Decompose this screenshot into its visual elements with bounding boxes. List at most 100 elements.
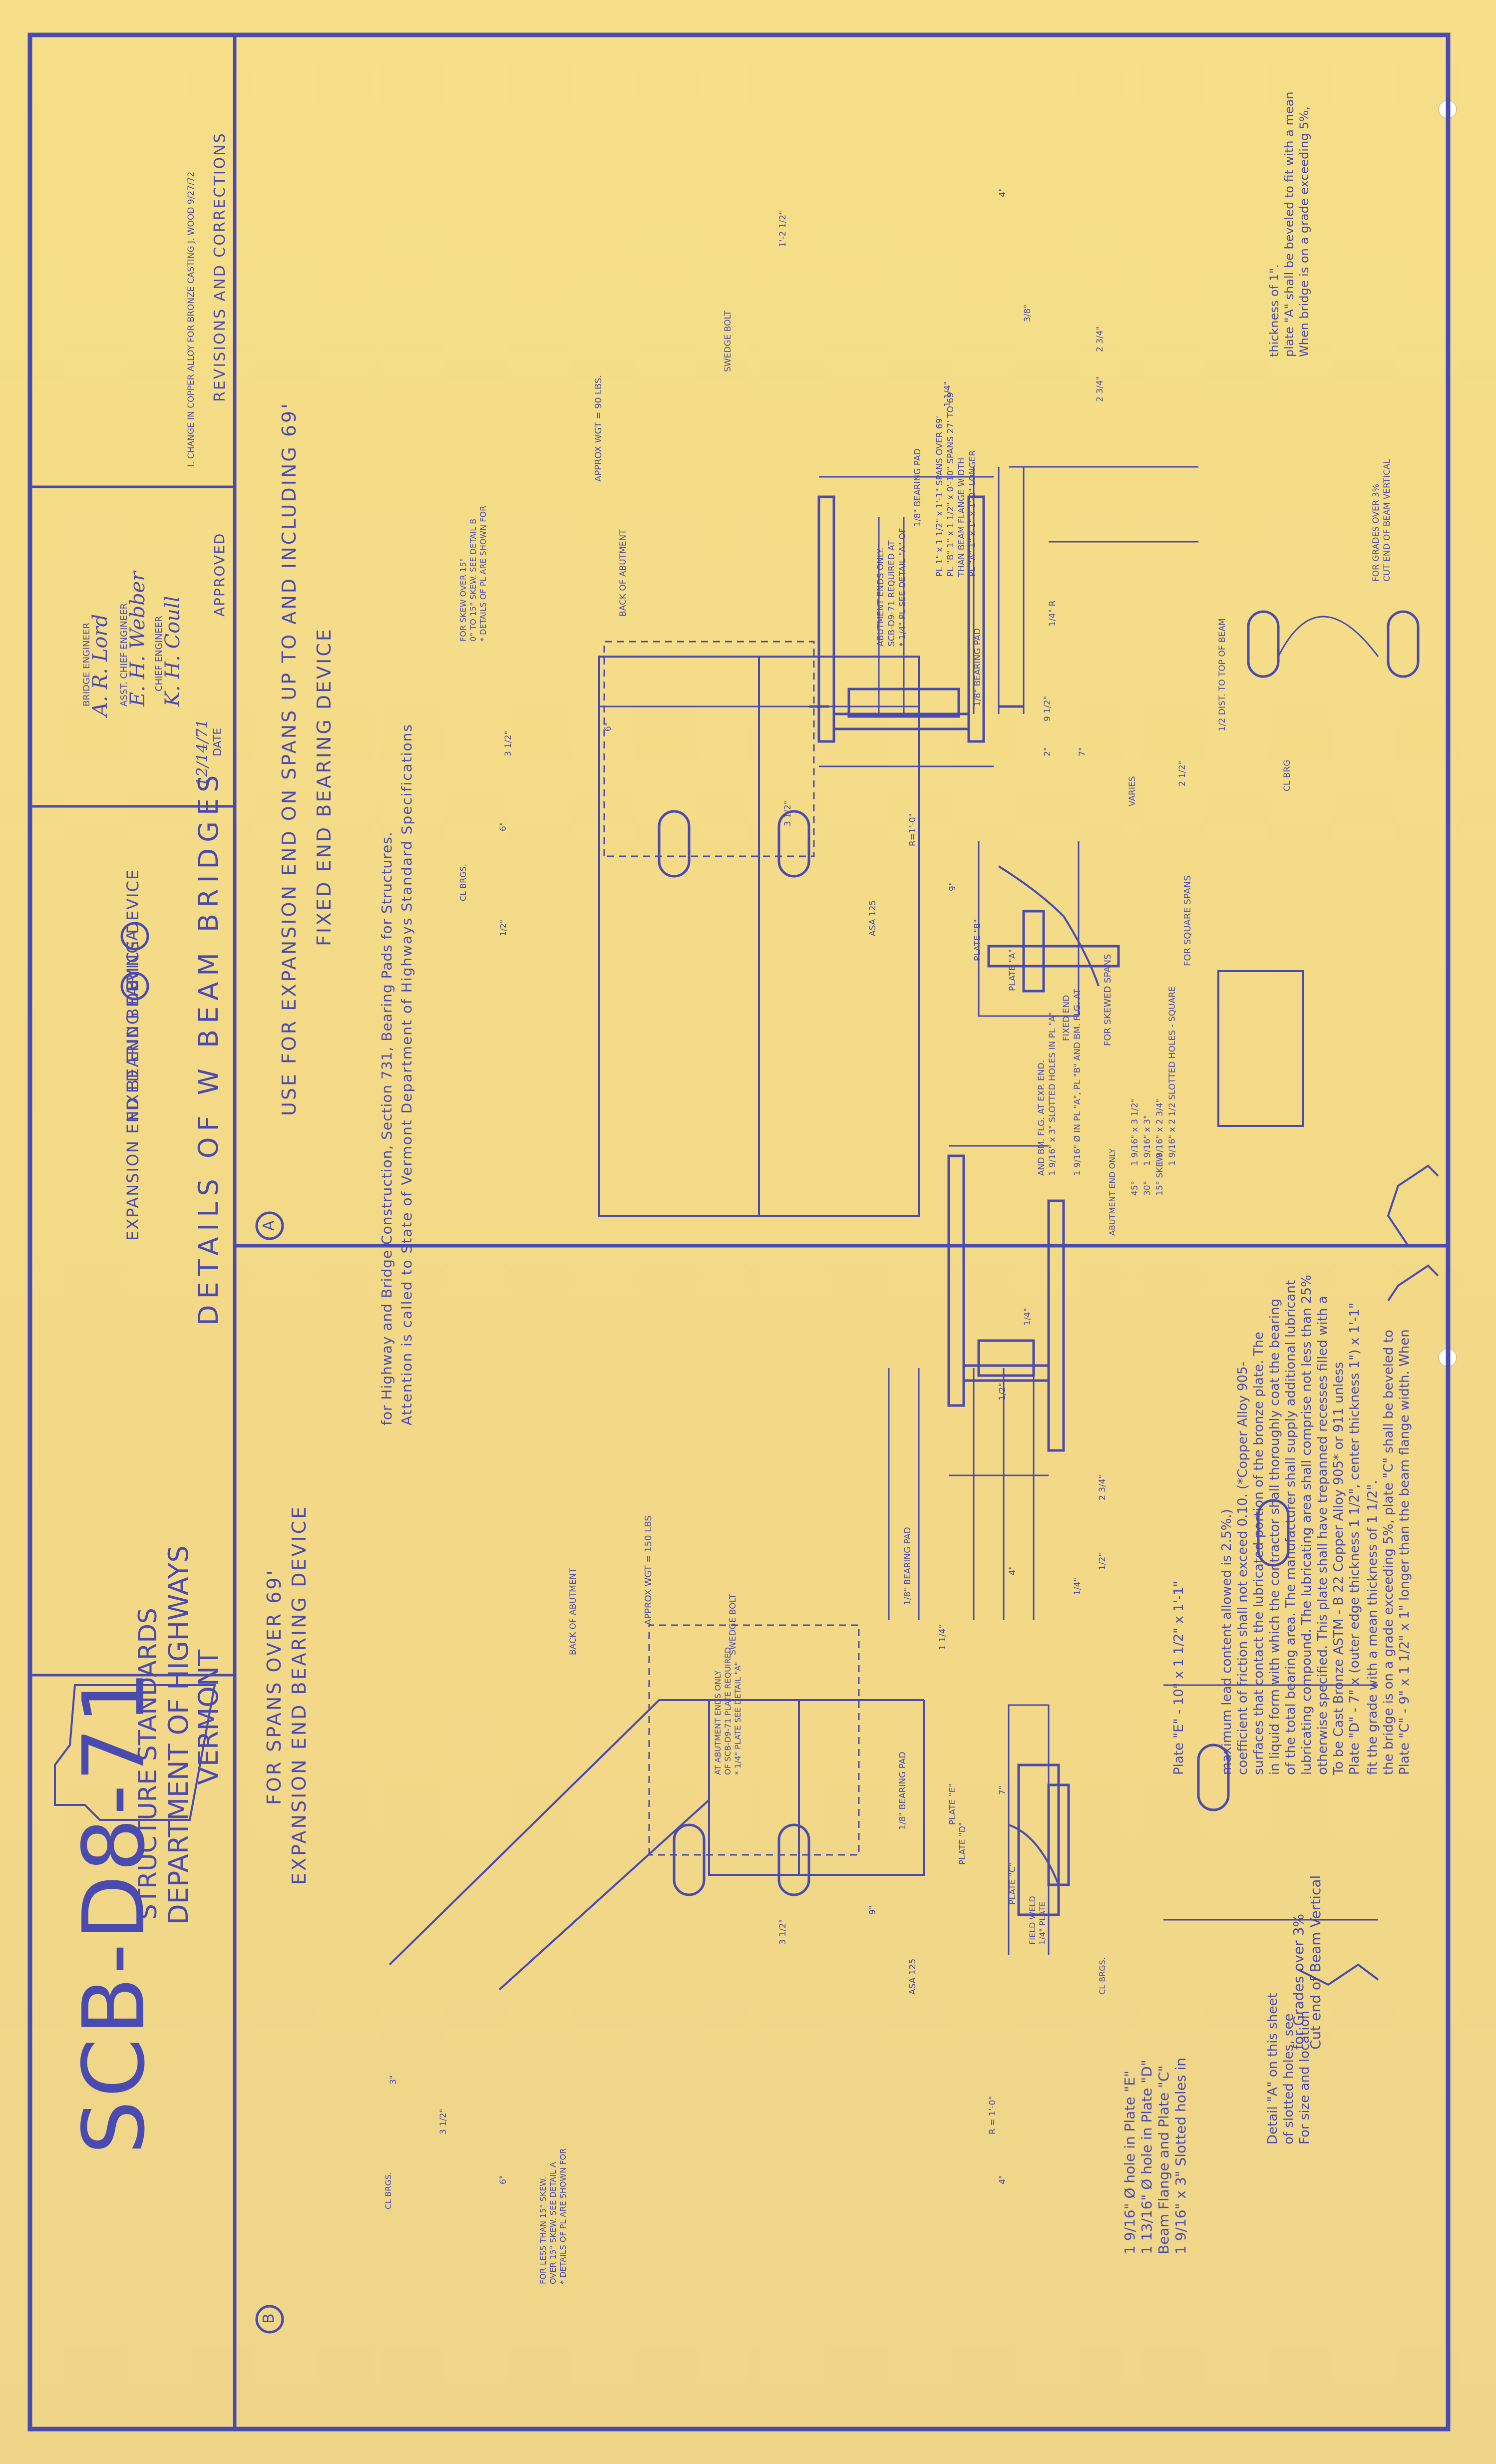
plate-d-note-5: of the total bearing area. The manufactu… — [1283, 1280, 1298, 1775]
date-label: DATE — [212, 727, 224, 756]
plate-b-note: PLATE "B" — [973, 919, 983, 961]
section-a-title-1: FIXED END BEARING DEVICE — [313, 627, 335, 946]
section-a-end-view — [598, 641, 920, 1217]
dim-3-1-2-d: 3 1/2" — [438, 2109, 448, 2134]
hole-note-4: 1 9/16" Ø hole in Plate "E" — [1122, 2071, 1138, 2254]
sdetail-note-2: SCB-D9-71 REQUIRED AT — [887, 540, 897, 647]
half-dist-note: 1/2 DIST. TO TOP OF BEAM — [1217, 618, 1227, 731]
swedge-bolt-a: SWEDGE BOLT — [723, 310, 733, 372]
dim-3-c: 3" — [388, 2075, 398, 2085]
exp-end-note-2: AND BM. FLG. AT EXP. END. — [1037, 1059, 1047, 1176]
radius-b: R = 1'-0" — [988, 2096, 998, 2134]
dim-7-b: 7" — [998, 1785, 1008, 1795]
skew-note-b-1: * DETAILS OF PL ARE SHOWN FOR — [558, 2148, 568, 2284]
bearing-pad-b2: 1/8" BEARING PAD — [898, 1752, 908, 1830]
chief-engineer-signature: K. H. Coull — [161, 596, 184, 706]
plate-d-label: PLATE "D" — [958, 1822, 968, 1865]
brgs-b2: CL BRGS. — [1098, 1957, 1107, 1995]
section-b-elevation — [888, 1145, 1065, 1620]
asst-chief-title: ASST. CHIEF ENGINEER — [119, 603, 129, 706]
asa-note-b: ASA 125 — [908, 1958, 918, 1995]
section-a-profile — [978, 466, 1439, 1247]
brg-a: CL BRG — [1282, 759, 1292, 791]
approx-weight-a: APPROX WGT = 90 LBS. — [593, 374, 604, 482]
dim-2-3-4-c: 2 3/4" — [1098, 1474, 1108, 1500]
skew-30: 30° — [1142, 1180, 1152, 1196]
skew-note-b-2: OVER 15° SKEW. SEE DETAIL A — [548, 2162, 558, 2284]
dim-6-b: 6" — [498, 822, 508, 831]
sdetail-note-3: ABUTMENT ENDS ONLY. — [876, 547, 886, 647]
vermont-outline — [54, 1684, 216, 1821]
hole-note-2: Beam Flange and Plate "C" — [1155, 2065, 1172, 2254]
dim-3-1-2-c: 3 1/2" — [778, 1919, 788, 1945]
slot-loc-1: For size and location — [1297, 2011, 1312, 2144]
plate-note-1: PL "A" 1" x 1" x 1'-0" LONGER — [968, 450, 978, 577]
bearing-pad-a: 1/8" BEARING PAD — [913, 448, 923, 527]
dim-2-1-2: 2 1/2" — [1177, 760, 1187, 786]
dim-1-4-b: 1 1/4" — [938, 1624, 948, 1650]
field-weld-2: FIELD WELD — [1028, 1896, 1037, 1945]
bearing-pad-b: 1/8" BEARING PAD — [903, 1527, 913, 1605]
plate-d-note-8: coefficient of friction shall not exceed… — [1235, 1362, 1250, 1775]
plate-e-detail-1: * 1/4" PLATE SEE DETAIL "A" — [733, 1662, 743, 1775]
plate-e-note: Plate "E" - 10" x 1 1/2" x 1'-1" — [1171, 1581, 1186, 1775]
dim-4: 4" — [998, 188, 1008, 197]
bearing-pad-detail: 1/8" BEARING PAD — [973, 628, 983, 706]
exp-end-note-1: 1 9/16" x 3" SLOTTED HOLES IN PL "A" — [1048, 1012, 1058, 1176]
brgs-a: CL BRGS. — [458, 864, 468, 901]
slot-loc-2: of slotted holes, see — [1281, 2013, 1296, 2144]
plate-d-note-3: otherwise specified. This plate shall ha… — [1315, 1296, 1330, 1775]
bridge-engineer-signature: A. R. Lord — [89, 614, 112, 716]
bridge-engineer-title: BRIDGE ENGINEER — [81, 623, 92, 706]
dim-6-c: 6" — [498, 2175, 508, 2184]
brgs-b: CL BRGS. — [383, 2172, 393, 2209]
skew-15: 15° SKEW — [1155, 1153, 1165, 1196]
plate-d-note-1: Plate "D" - 7" x (outer edge thickness 1… — [1347, 1303, 1362, 1775]
section-b-marker: B — [260, 2313, 278, 2324]
section-a-title-2: USE FOR EXPANSION END ON SPANS UP TO AND… — [278, 401, 300, 1116]
fixed-end-note-1: 1 9/16" Ø IN PL "A", PL "B" AND BM. FLG.… — [1073, 989, 1083, 1176]
dim-2-3-4-b: 2 3/4" — [1095, 376, 1105, 402]
asa-note-a: ASA 125 — [868, 900, 878, 936]
plate-c-note-2: the bridge is on a grade exceeding 5%, p… — [1381, 1330, 1396, 1775]
dim-9-a: 9" — [948, 882, 958, 891]
slot-row-3: 1 9/16" x 3" — [1142, 1115, 1152, 1166]
back-of-abutment-b: BACK OF ABUTMENT — [568, 1568, 578, 1655]
dim-1-4-c: 1/4" — [1023, 1308, 1033, 1326]
dim-1-4-r: 1/4" R — [1048, 600, 1058, 627]
plate-c-label: PLATE "C" — [1008, 1862, 1018, 1905]
plate-e-detail-3: AT ABUTMENT ENDS ONLY — [713, 1670, 723, 1775]
dim-1-4-d: 1/4" — [1073, 1577, 1083, 1595]
cut-end-note-2: FOR GRADES OVER 3% — [1371, 484, 1381, 582]
slot-row-4: 1 9/16" x 3 1/2" — [1130, 1098, 1140, 1166]
hole-note-1: 1 9/16" x 3" Slotted holes in — [1172, 2058, 1189, 2254]
skew-note-2: 0° TO 15° SKEW. SEE DETAIL B — [468, 518, 478, 642]
section-b-title-1-lower: EXPANSION END BEARING DEVICE — [288, 1504, 310, 1885]
plate-d-note-9: maximum lead content allowed is 2.5%.) — [1219, 1509, 1234, 1775]
approx-weight-b: APPROX WGT = 150 LBS — [643, 1515, 654, 1625]
dim-1-2-v: 1/2" — [498, 919, 508, 936]
dim-9-b: 9" — [868, 1905, 878, 1915]
section-a-marker: A — [260, 1220, 278, 1231]
plate-d-note-7: surfaces that contact the lubricated por… — [1251, 1332, 1266, 1775]
circle-marker-a — [255, 1211, 284, 1240]
section-b-title-2: FOR SPANS OVER 69' — [263, 1568, 285, 1805]
skewed-spans-label: FOR SKEWED SPANS — [1103, 954, 1113, 1046]
sheet-title: DETAILS OF W BEAM BRIDGES — [193, 769, 224, 1326]
grade-note-3: thickness of 1". — [1267, 264, 1281, 357]
section-b-end-view — [388, 1624, 925, 1991]
plate-note-4: PL 1" x 1 1/2" x 1'-1" SPANS OVER 69' — [935, 415, 945, 577]
slot-row-1: 1 9/16" x 2 1/2 SLOTTED HOLES - SQUARE — [1167, 986, 1177, 1166]
hole-note-3: 1 13/16" Ø hole in Plate "D" — [1138, 2060, 1155, 2254]
attention-line-1: Attention is called to State of Vermont … — [398, 723, 415, 1425]
skew-45: 45° — [1130, 1180, 1140, 1196]
plate-e-detail-2: OF SCB-D9-71 PLATE REQUIRED — [723, 1647, 733, 1775]
plate-note-3: PL "B" 1" x 1 1/2" x 0'-10" SPANS 27' TO… — [946, 390, 956, 577]
asst-chief-signature: E. H. Webber — [126, 571, 149, 706]
skew-note-3: FOR SKEW OVER 15° — [458, 558, 468, 642]
plate-d-note-4: lubricating compound. The lubricating ar… — [1299, 1275, 1314, 1775]
abutment-end-only: ABUTMENT END ONLY — [1108, 1148, 1117, 1236]
